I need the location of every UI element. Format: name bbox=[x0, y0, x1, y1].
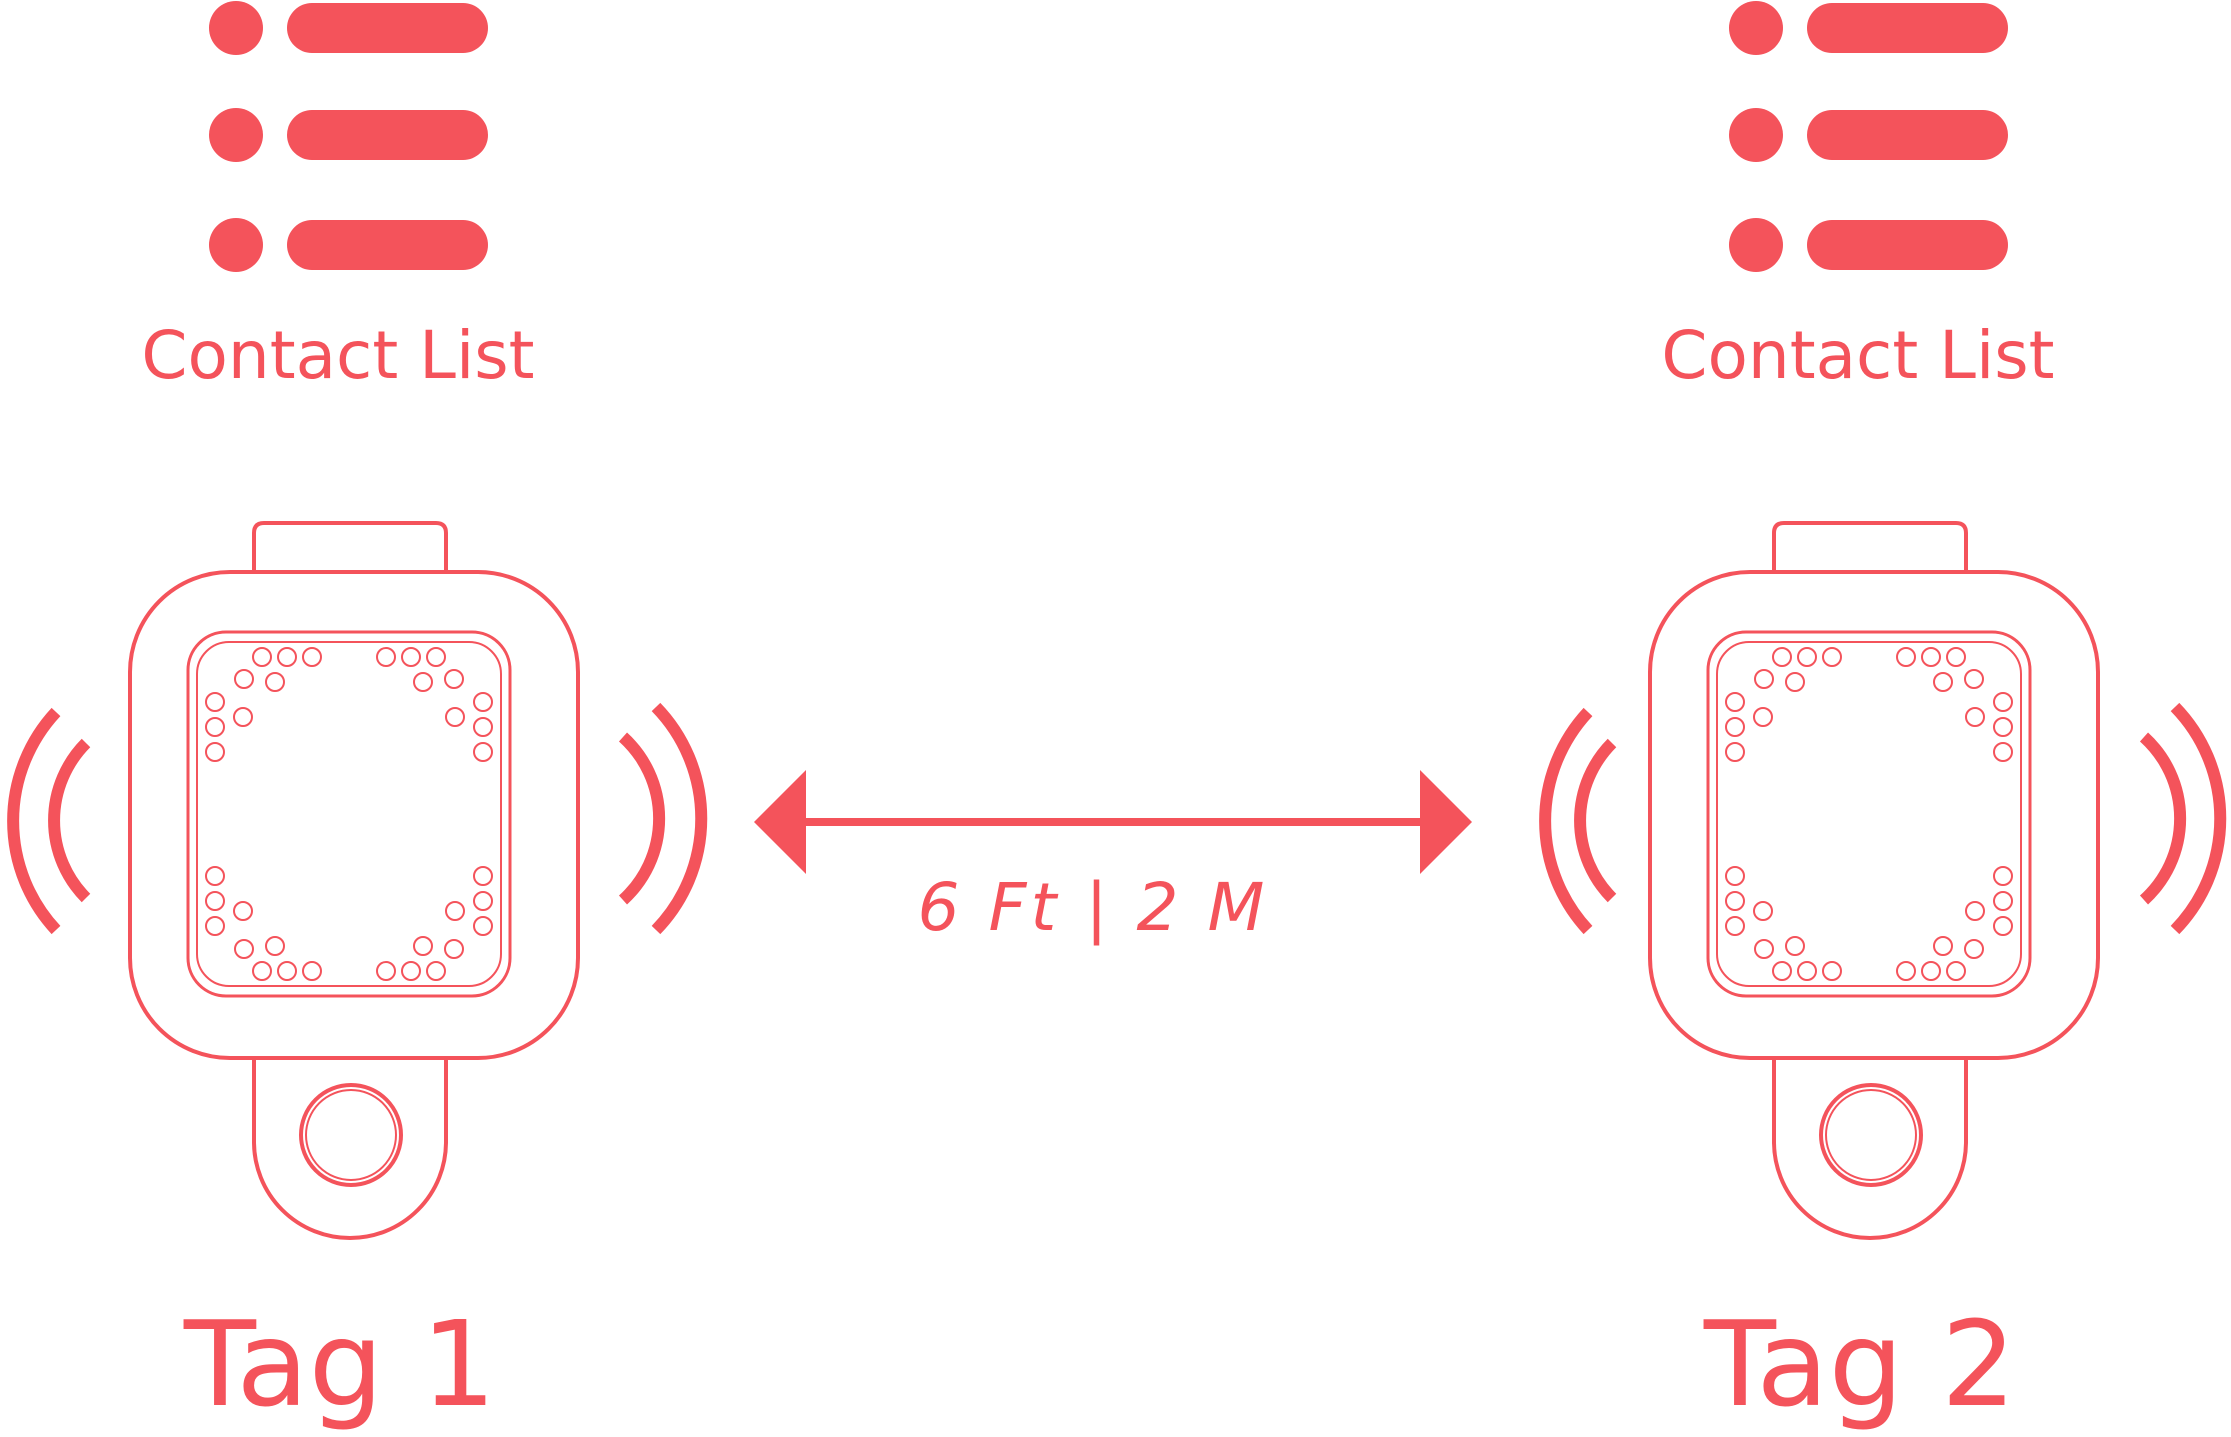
tag-label-right: Tag 2 bbox=[1703, 1295, 2016, 1433]
led-dot bbox=[445, 707, 465, 727]
led-dot bbox=[376, 961, 396, 981]
led-dot bbox=[234, 669, 254, 689]
led-dot bbox=[1965, 901, 1985, 921]
led-dot bbox=[413, 672, 433, 692]
led-dot bbox=[473, 891, 493, 911]
contact-list-icon-left bbox=[209, 1, 488, 272]
led-dot bbox=[252, 961, 272, 981]
led-dot bbox=[1772, 961, 1792, 981]
led-dot bbox=[401, 647, 421, 667]
contact-list-label-right: Contact List bbox=[1661, 317, 2054, 394]
led-dot bbox=[205, 916, 225, 936]
led-dot bbox=[1933, 936, 1953, 956]
led-dot bbox=[426, 961, 446, 981]
led-dot bbox=[1822, 647, 1842, 667]
wearable-tag-icon-left bbox=[128, 521, 580, 1240]
led-dot bbox=[445, 901, 465, 921]
led-dot bbox=[1993, 717, 2013, 737]
led-dot bbox=[1946, 647, 1966, 667]
led-dot bbox=[205, 866, 225, 886]
contact-list-label-left: Contact List bbox=[141, 317, 534, 394]
led-dot bbox=[277, 961, 297, 981]
led-dot bbox=[265, 936, 285, 956]
led-dot bbox=[444, 939, 464, 959]
led-dot bbox=[376, 647, 396, 667]
distance-label: 6 Ft | 2 M bbox=[918, 869, 1269, 946]
led-dot bbox=[1993, 916, 2013, 936]
signal-waves-icon-right-outer bbox=[2139, 702, 2227, 935]
led-dot bbox=[1725, 891, 1745, 911]
led-dot bbox=[1896, 961, 1916, 981]
led-dot bbox=[1946, 961, 1966, 981]
led-dot bbox=[1993, 891, 2013, 911]
led-dot bbox=[205, 717, 225, 737]
led-dot bbox=[233, 707, 253, 727]
signal-waves-icon-left-inner bbox=[618, 702, 708, 935]
led-dot bbox=[277, 647, 297, 667]
led-dot bbox=[302, 961, 322, 981]
led-dot bbox=[1785, 936, 1805, 956]
led-dot bbox=[473, 916, 493, 936]
led-dot bbox=[1822, 961, 1842, 981]
led-dot bbox=[1753, 901, 1773, 921]
led-dot bbox=[1921, 647, 1941, 667]
led-dot bbox=[205, 692, 225, 712]
led-dot bbox=[1785, 672, 1805, 692]
tag-label-left: Tag 1 bbox=[183, 1295, 496, 1433]
led-dot bbox=[1896, 647, 1916, 667]
signal-waves-icon-left-outer bbox=[7, 707, 91, 935]
led-dot bbox=[252, 647, 272, 667]
led-dot bbox=[1993, 742, 2013, 762]
led-dot bbox=[426, 647, 446, 667]
double-headed-arrow-icon bbox=[754, 770, 1472, 874]
led-dot bbox=[233, 901, 253, 921]
led-dot bbox=[444, 669, 464, 689]
led-dot bbox=[473, 742, 493, 762]
signal-waves-icon-right-inner bbox=[1539, 707, 1617, 935]
contact-list-icon-right bbox=[1729, 1, 2008, 272]
led-dot bbox=[1725, 717, 1745, 737]
led-dot bbox=[205, 891, 225, 911]
wearable-tag-icon-right bbox=[1648, 521, 2100, 1240]
led-dot bbox=[1754, 939, 1774, 959]
led-dot bbox=[1921, 961, 1941, 981]
led-dot bbox=[413, 936, 433, 956]
led-dot bbox=[205, 742, 225, 762]
led-dot bbox=[1993, 866, 2013, 886]
led-dot bbox=[473, 866, 493, 886]
led-dot bbox=[1797, 961, 1817, 981]
led-dot bbox=[234, 939, 254, 959]
led-dot bbox=[1725, 916, 1745, 936]
led-dot bbox=[1753, 707, 1773, 727]
led-dot bbox=[1993, 692, 2013, 712]
led-dot bbox=[473, 717, 493, 737]
led-dot bbox=[401, 961, 421, 981]
led-dot bbox=[1754, 669, 1774, 689]
led-dot bbox=[1772, 647, 1792, 667]
led-dot bbox=[302, 647, 322, 667]
led-dot bbox=[1725, 866, 1745, 886]
led-dot bbox=[1933, 672, 1953, 692]
led-dot bbox=[1797, 647, 1817, 667]
led-dot bbox=[1965, 707, 1985, 727]
led-dot bbox=[1964, 669, 1984, 689]
led-dots-right bbox=[1725, 647, 2013, 981]
led-dot bbox=[1964, 939, 1984, 959]
led-dot bbox=[265, 672, 285, 692]
led-dots-left bbox=[205, 647, 493, 981]
led-dot bbox=[1725, 742, 1745, 762]
led-dot bbox=[473, 692, 493, 712]
led-dot bbox=[1725, 692, 1745, 712]
